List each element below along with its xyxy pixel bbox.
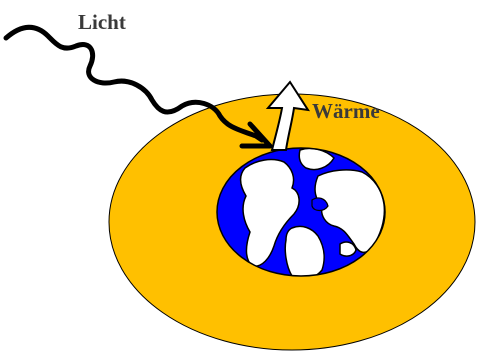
light-ray-icon [6,27,270,146]
heat-label: Wärme [312,101,380,122]
light-label: Licht [78,12,126,33]
island [340,242,356,256]
